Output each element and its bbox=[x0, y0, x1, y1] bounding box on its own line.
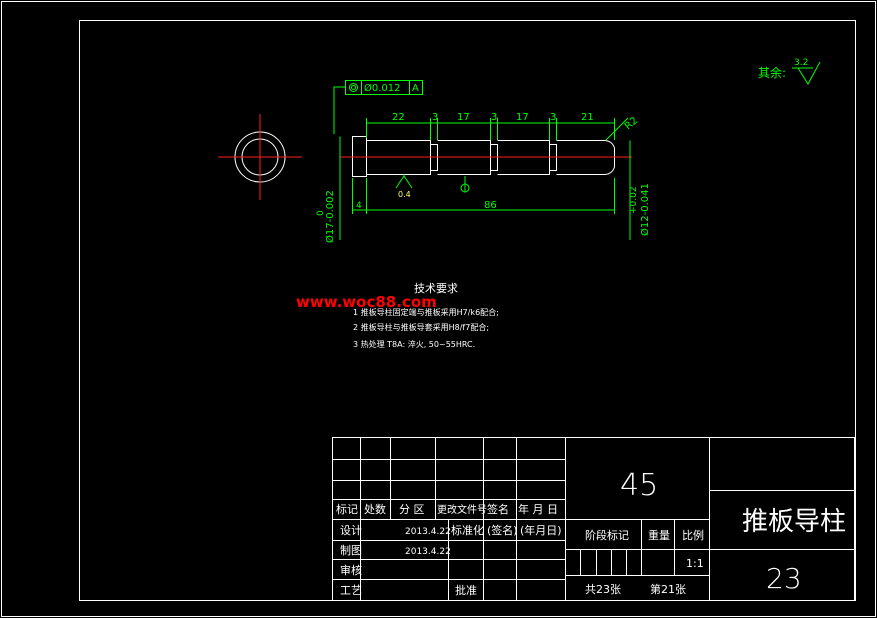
hdr-count: 处数 bbox=[364, 503, 386, 516]
roughness-note-label: 其余: bbox=[758, 65, 786, 80]
sign-label: (签名) bbox=[487, 523, 518, 537]
dim-right-diameter-upper: +0.02 bbox=[629, 186, 639, 214]
hdr-date: 年 月 日 bbox=[518, 502, 558, 516]
tech-item-2: 2 推板导柱与推板导套采用H8/f7配合; bbox=[353, 322, 489, 332]
watermark: www.woc88.com bbox=[296, 293, 437, 311]
tech-item-3: 3 热处理 T8A: 淬火, 50~55HRC. bbox=[353, 339, 475, 349]
draw-date: 2013.4.22 bbox=[405, 547, 451, 557]
sheet-number: 第21张 bbox=[650, 582, 686, 596]
date-label: (年月日) bbox=[520, 523, 562, 537]
hdr-mark: 标记 bbox=[336, 502, 358, 516]
dim-top-2: 17 bbox=[457, 112, 470, 123]
dim-top-3: 3 bbox=[491, 112, 497, 123]
design-date: 2013.4.22 bbox=[405, 527, 451, 537]
standardize-label: 标准化 bbox=[451, 523, 484, 537]
design-label: 设计 bbox=[340, 524, 362, 537]
process-label: 工艺 bbox=[340, 584, 362, 597]
dim-top-1: 3 bbox=[432, 112, 438, 123]
dimension-lines bbox=[339, 117, 631, 240]
approve-label: 批准 bbox=[455, 583, 477, 597]
title-block: 标记 处数 分 区 更改文件号 签名 年 月 日 设计 2013.4.22 标准… bbox=[332, 437, 855, 601]
drawing-number: 23 bbox=[766, 562, 802, 595]
surface-roughness: 0.4 bbox=[398, 190, 411, 199]
end-view bbox=[218, 114, 302, 200]
shaft-body bbox=[340, 136, 632, 177]
dim-overall: 86 bbox=[484, 200, 497, 211]
dim-top-6: 21 bbox=[581, 112, 594, 123]
hdr-zone: 分 区 bbox=[399, 503, 425, 516]
part-name: 推板导柱 bbox=[742, 507, 846, 537]
tolerance-frame: Ø0.012 A bbox=[333, 80, 423, 134]
scale-value: 1:1 bbox=[686, 557, 704, 570]
tolerance-datum: A bbox=[412, 83, 419, 94]
hdr-change-doc: 更改文件号 bbox=[437, 503, 487, 516]
dim-top-5: 3 bbox=[550, 112, 556, 123]
dim-left-diameter: Ø17-0.002 bbox=[324, 190, 336, 243]
tech-item-1: 1 推板导柱固定端与推板采用H7/k6配合; bbox=[353, 307, 499, 317]
dim-left-diameter-upper: 0 bbox=[316, 210, 326, 216]
roughness-note-value: 3.2 bbox=[794, 58, 808, 68]
material: 45 bbox=[620, 468, 658, 503]
dim-top-0: 22 bbox=[392, 112, 405, 123]
review-label: 审核 bbox=[340, 563, 362, 577]
roughness-note: 其余: 3.2 bbox=[758, 58, 821, 85]
tolerance-value: Ø0.012 bbox=[364, 82, 401, 94]
dim-top-4: 17 bbox=[516, 112, 529, 123]
dimension-texts: 22 3 17 3 17 3 21 86 4 R2 Ø17-0.002 0 Ø1… bbox=[316, 112, 651, 243]
dim-left-step: 4 bbox=[356, 201, 362, 211]
tech-requirements: 技术要求 1 推板导柱固定端与推板采用H7/k6配合; 2 推板导柱与推板导套采… bbox=[353, 282, 499, 349]
tech-title: 技术要求 bbox=[414, 282, 458, 295]
hdr-sign: 签名 bbox=[487, 502, 509, 516]
dim-radius: R2 bbox=[623, 115, 640, 132]
dim-right-diameter: Ø12-0.041 bbox=[639, 183, 651, 236]
stage-label: 阶段标记 bbox=[585, 528, 629, 542]
scale-label: 比例 bbox=[682, 528, 704, 542]
total-sheets: 共23张 bbox=[585, 583, 621, 596]
draw-label: 制图 bbox=[340, 544, 362, 557]
weight-label: 重量 bbox=[648, 528, 670, 542]
